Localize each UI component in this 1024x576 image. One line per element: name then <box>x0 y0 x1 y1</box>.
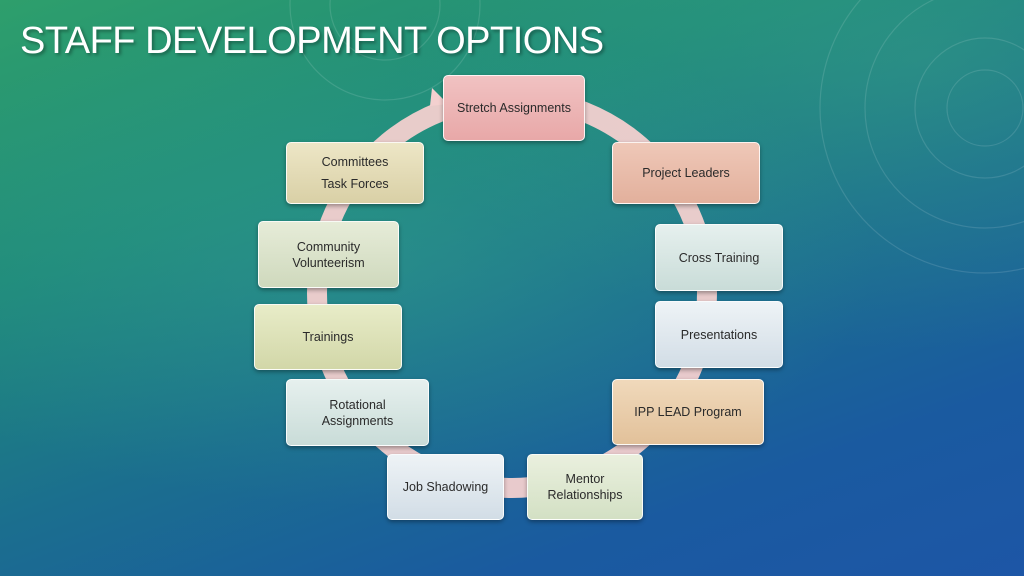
node-label-line2: Task Forces <box>321 177 389 191</box>
node-label-line2: Volunteerism <box>292 255 365 270</box>
node-project-leaders: Project Leaders <box>612 142 760 204</box>
node-label-line1: Committees <box>321 155 389 169</box>
node-label: Project Leaders <box>642 166 730 180</box>
node-presentations: Presentations <box>655 301 783 368</box>
node-label: IPP LEAD Program <box>634 405 742 419</box>
node-label: Presentations <box>680 327 758 342</box>
node-stretch-assignments: Stretch Assignments <box>443 75 585 141</box>
node-label-line1: Mentor <box>565 472 605 486</box>
node-label: Job Shadowing <box>402 480 489 494</box>
node-label-line1: Rotational <box>329 397 386 412</box>
node-committees-task-forces: Committees Task Forces <box>286 142 424 204</box>
node-community-volunteerism: Community Volunteerism <box>258 221 399 288</box>
node-job-shadowing: Job Shadowing <box>387 454 504 520</box>
node-cross-training: Cross Training <box>655 224 783 291</box>
node-label-line2: Relationships <box>547 488 623 502</box>
node-label: Trainings <box>302 330 354 344</box>
node-trainings: Trainings <box>254 304 402 370</box>
node-label-line2: Assignments <box>321 413 394 428</box>
node-rotational-assignments: Rotational Assignments <box>286 379 429 446</box>
node-ipp-lead-program: IPP LEAD Program <box>612 379 764 445</box>
node-mentor-relationships: Mentor Relationships <box>527 454 643 520</box>
node-label: Cross Training <box>678 250 760 265</box>
page-title: STAFF DEVELOPMENT OPTIONS <box>20 20 604 62</box>
node-label-line1: Community <box>296 239 361 254</box>
node-label: Stretch Assignments <box>457 101 571 115</box>
